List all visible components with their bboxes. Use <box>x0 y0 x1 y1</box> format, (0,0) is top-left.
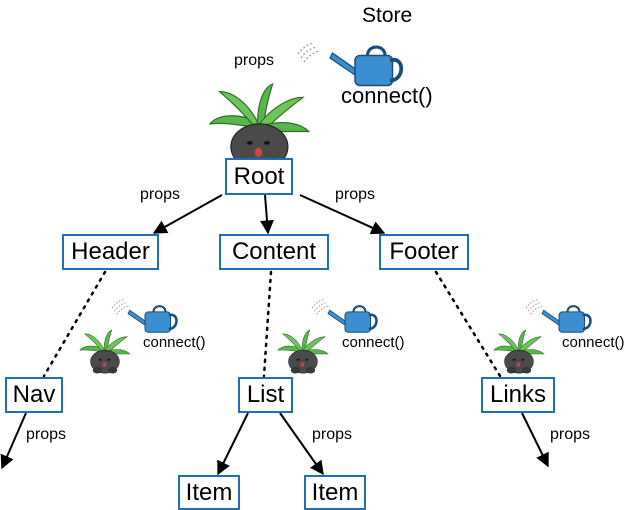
store-connect-label: connect() <box>341 83 433 108</box>
node-links[interactable]: Links <box>481 377 555 413</box>
node-content[interactable]: Content <box>219 234 329 270</box>
watering-can-icon <box>540 304 592 334</box>
node-list[interactable]: List <box>238 377 293 413</box>
edge-label-links-out: props <box>550 426 591 443</box>
node-item-2[interactable]: Item <box>304 475 366 510</box>
node-header[interactable]: Header <box>62 234 159 270</box>
node-root[interactable]: Root <box>225 158 293 195</box>
edge-root-content <box>260 194 274 235</box>
edge-list-item2 <box>279 412 324 476</box>
edge-label-list-item: props <box>312 426 353 443</box>
node-item-1[interactable]: Item <box>178 475 240 510</box>
oddish-character-icon <box>277 329 329 374</box>
edge-nav-out <box>0 412 27 470</box>
connect-label-footer-links: connect() <box>562 334 625 351</box>
edge-root-footer <box>299 194 386 235</box>
edge-label-nav-out: props <box>26 426 67 443</box>
store-title: Store <box>362 4 413 27</box>
oddish-character-icon <box>79 329 131 374</box>
dotted-content-list <box>262 270 273 378</box>
edge-root-header <box>152 194 223 234</box>
spray-icon <box>311 298 331 315</box>
oddish-character-icon <box>493 329 545 374</box>
spray-icon <box>525 298 545 315</box>
spray-icon <box>297 42 321 63</box>
watering-can-icon <box>328 45 404 88</box>
watering-can-icon <box>126 304 178 334</box>
edge-label-root-footer: props <box>335 186 376 203</box>
spray-icon <box>111 298 131 315</box>
node-nav[interactable]: Nav <box>5 377 63 413</box>
dotted-footer-links <box>434 270 502 378</box>
oddish-character-icon <box>209 83 310 171</box>
edge-links-out <box>521 412 549 468</box>
watering-can-icon <box>326 304 378 334</box>
store-props-label: props <box>234 52 275 69</box>
edge-label-root-header: props <box>140 186 181 203</box>
connect-label-content-list: connect() <box>342 334 405 351</box>
edge-list-item1 <box>217 412 249 476</box>
connect-label-header-nav: connect() <box>143 334 206 351</box>
node-footer[interactable]: Footer <box>379 234 469 270</box>
